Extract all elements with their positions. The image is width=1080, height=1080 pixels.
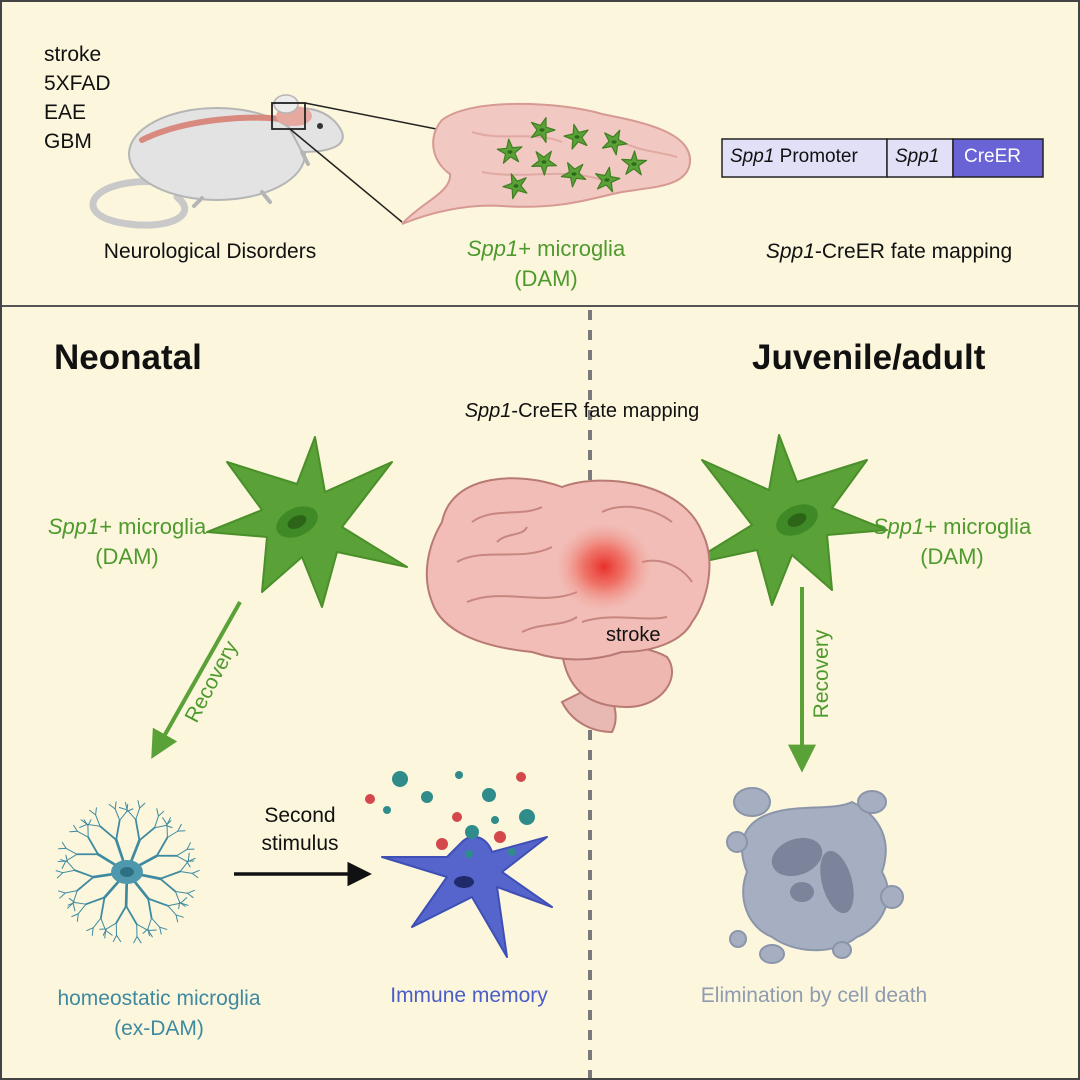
top-microglia-cluster <box>496 117 648 200</box>
homeostatic-microglia-label: homeostatic microglia (ex-DAM) <box>57 987 261 1040</box>
homeostatic-microglia-illustration <box>55 800 200 944</box>
disorder-item: GBM <box>44 130 92 153</box>
neonatal-title: Neonatal <box>54 338 202 377</box>
dying-cell-illustration <box>726 787 904 964</box>
second-stimulus-label: Second stimulus <box>261 804 339 855</box>
mouse-illustration <box>89 94 503 229</box>
top-fate-mapping-label: Spp1-CreER fate mapping <box>765 240 1013 263</box>
disorder-list: stroke 5XFAD EAE GBM <box>44 40 111 156</box>
neonatal-microglia-illustration <box>206 436 408 608</box>
neonatal-microglia-label: Spp1+ microglia (DAM) <box>47 514 207 569</box>
recovery-arrow-left <box>151 601 242 759</box>
stroke-label: stroke <box>606 624 661 646</box>
construct-gene-label: Spp1 <box>895 146 940 167</box>
disorders-label: Neurological Disorders <box>103 240 317 263</box>
adult-microglia-illustration <box>686 434 888 606</box>
disorder-item: stroke <box>44 43 102 66</box>
spp1-creer-construct <box>721 138 1044 178</box>
recovery-label-right: Recovery <box>810 629 833 719</box>
disorder-item: EAE <box>44 101 87 124</box>
center-fate-mapping-label: Spp1-CreER fate mapping <box>464 400 700 422</box>
construct-creer-label: CreER <box>964 146 1022 167</box>
adult-title: Juvenile/adult <box>752 338 986 377</box>
immune-memory-label: Immune memory <box>390 984 548 1007</box>
adult-microglia-label: Spp1+ microglia (DAM) <box>872 514 1032 569</box>
cytokine-particles <box>365 771 535 858</box>
central-brain-illustration <box>425 477 711 734</box>
stroke-lesion <box>556 523 652 611</box>
disorder-item: 5XFAD <box>44 72 111 95</box>
construct-promoter-label: Spp1 Promoter <box>730 146 858 167</box>
top-microglia-label: Spp1+ microglia (DAM) <box>466 236 626 291</box>
zoom-box <box>271 102 306 130</box>
elimination-label: Elimination by cell death <box>700 984 928 1007</box>
